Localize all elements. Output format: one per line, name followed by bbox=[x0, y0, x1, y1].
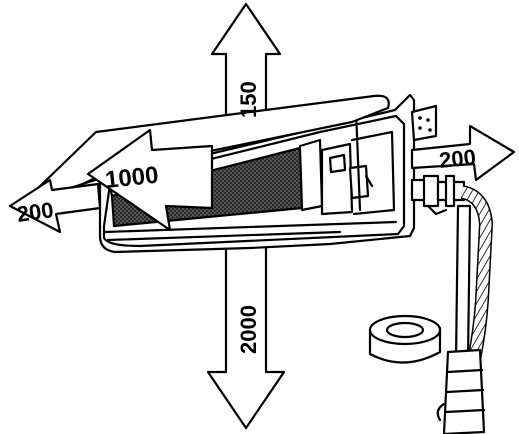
piping-assembly bbox=[410, 174, 494, 434]
left-arrow-icon bbox=[8, 178, 102, 234]
insulation-tape-roll-icon bbox=[368, 314, 442, 364]
right-arrow-icon bbox=[410, 124, 516, 182]
mounting-bracket bbox=[410, 104, 438, 142]
left-clearance-label: 200 bbox=[15, 197, 55, 227]
right-clearance-label: 200 bbox=[438, 144, 477, 173]
bottom-clearance-label: 2000 bbox=[236, 305, 261, 354]
vertical-clearance-arrow bbox=[206, 2, 286, 430]
front-clearance-label: 1000 bbox=[104, 162, 160, 194]
top-clearance-label: 150 bbox=[236, 81, 261, 118]
front-arrow-icon bbox=[86, 128, 214, 232]
bottom-arrow-icon bbox=[206, 236, 286, 430]
